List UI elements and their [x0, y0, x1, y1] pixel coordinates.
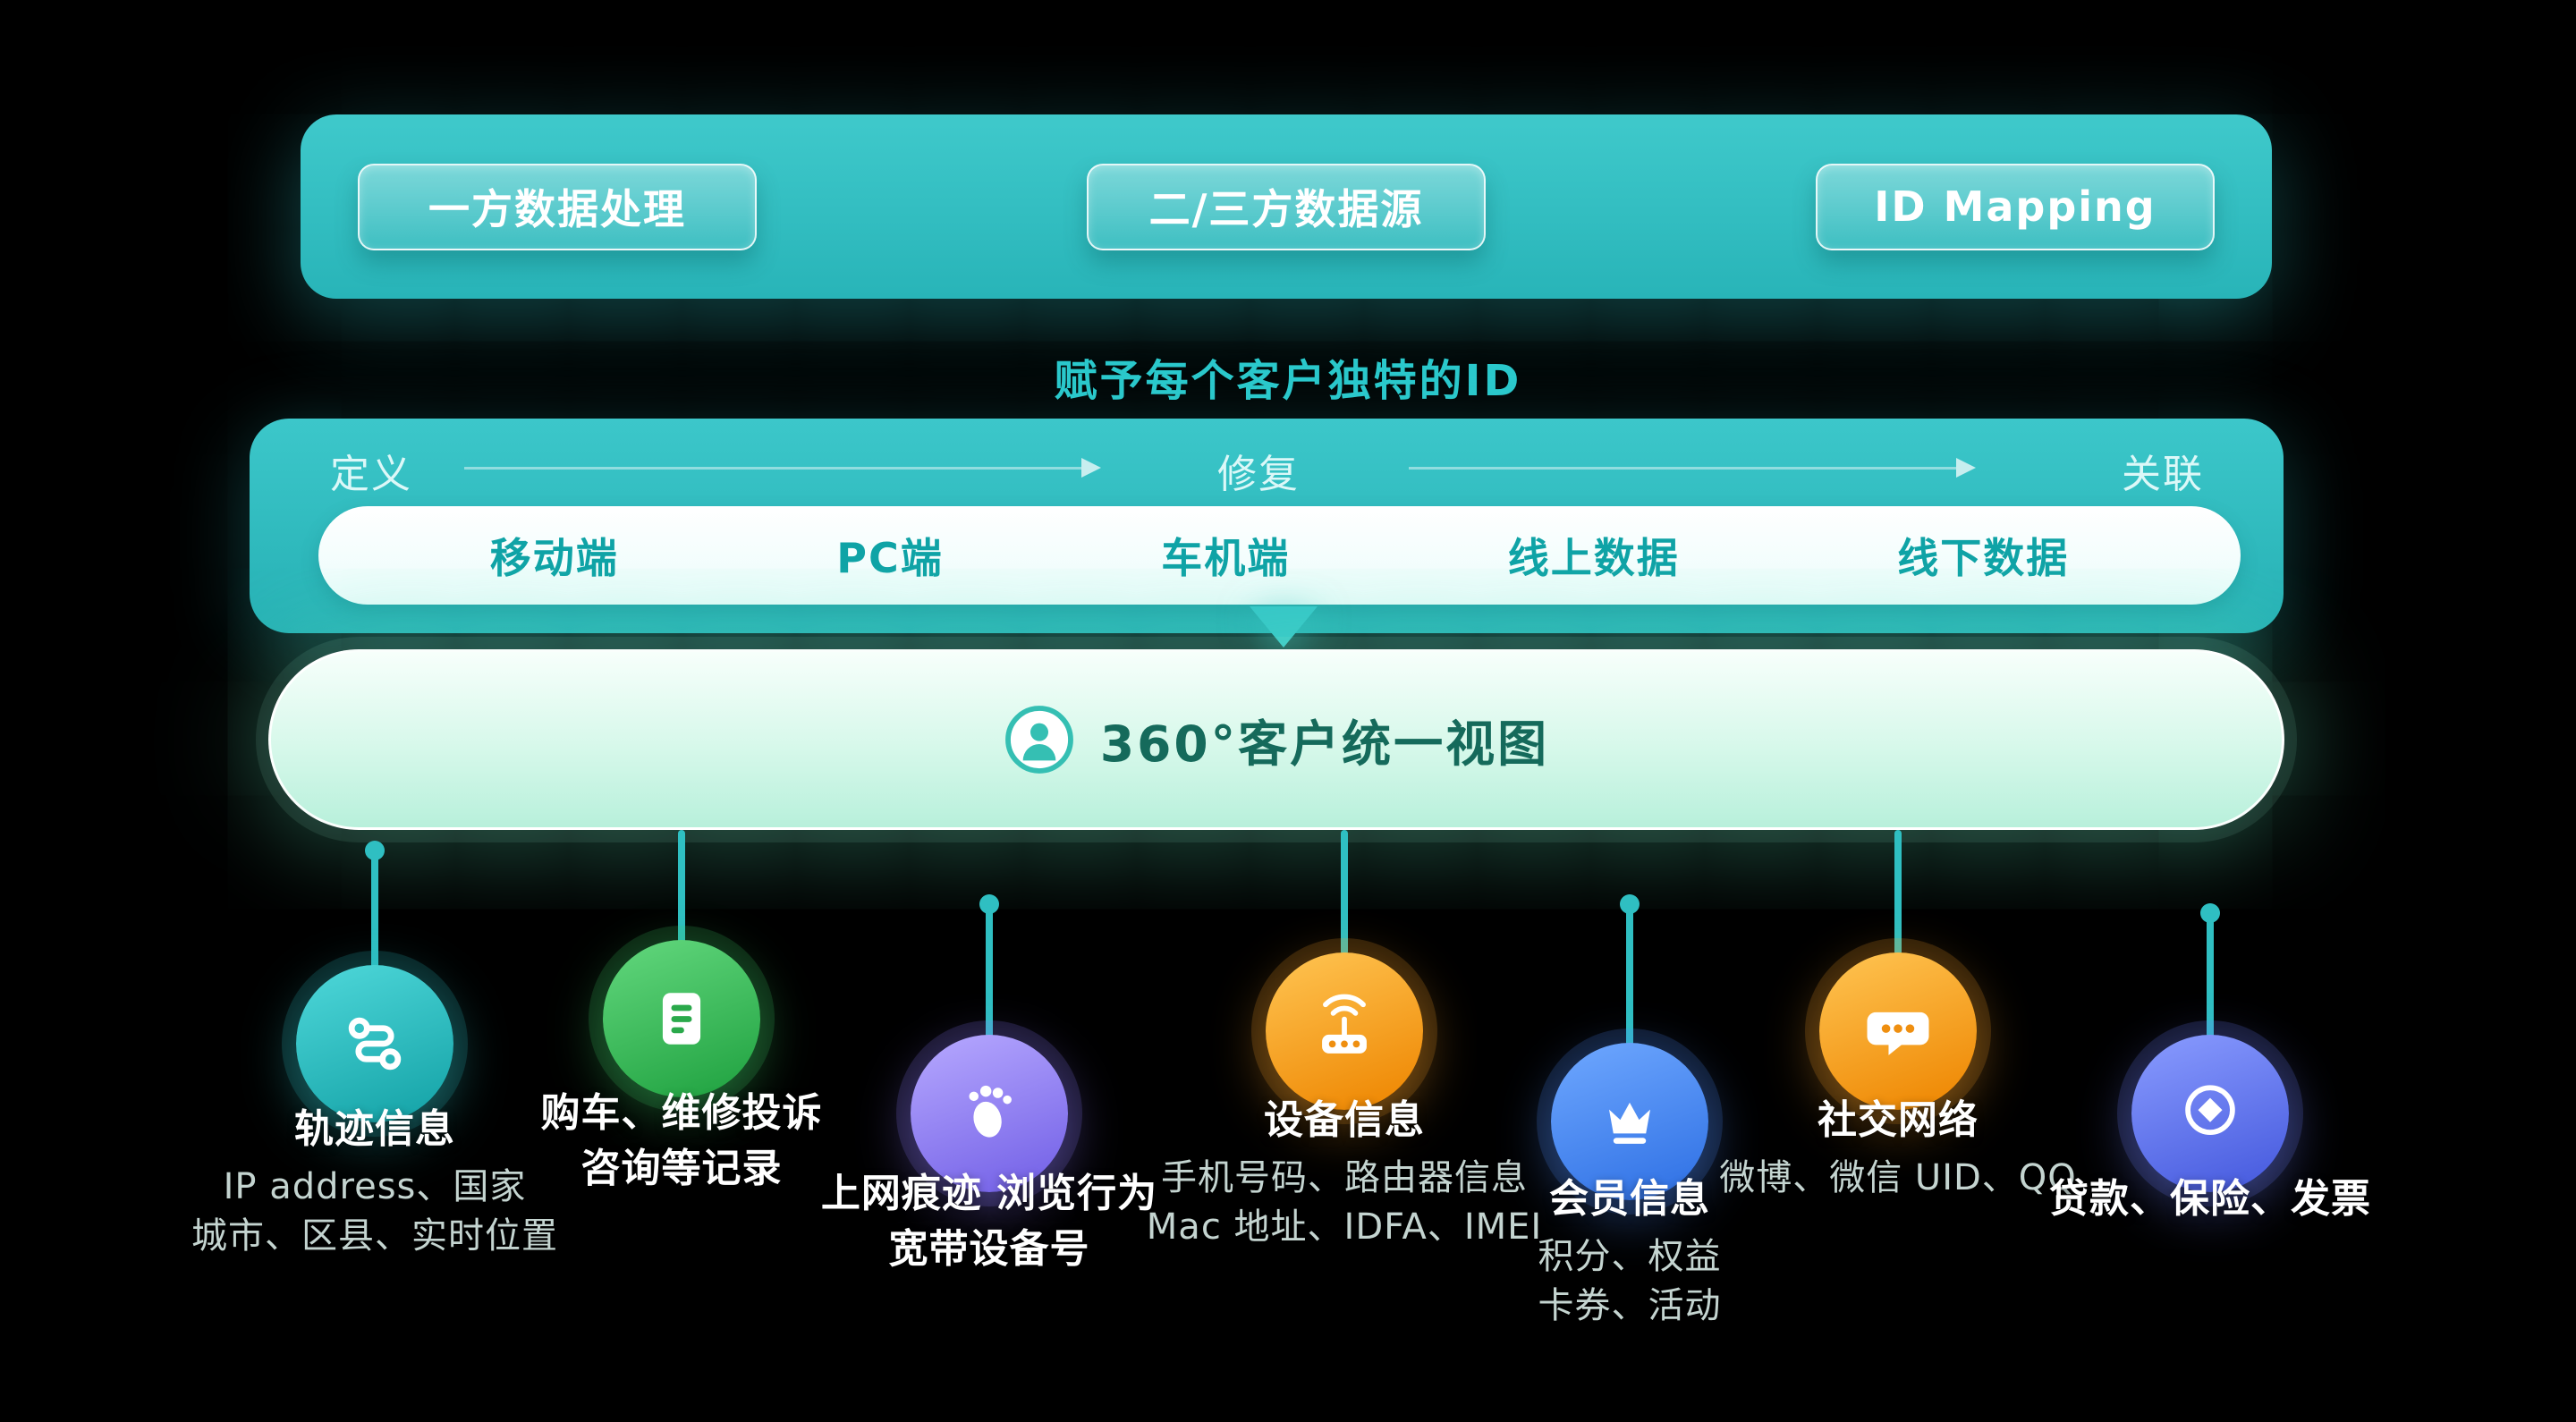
- stage-arrow-right-icon: [1409, 458, 1976, 478]
- source-title: 贷款、保险、发票: [2049, 1176, 2371, 1222]
- source-label-web-traces: 上网痕迹 浏览行为 宽带设备号: [757, 1166, 1222, 1277]
- id-mapping-button[interactable]: ID Mapping: [1816, 163, 2215, 250]
- stage-arrow-right-icon: [464, 458, 1101, 478]
- router-icon: [1322, 994, 1367, 1054]
- source-title: 设备信息: [1264, 1097, 1425, 1143]
- stage-relate: 关联: [2122, 452, 2204, 497]
- top-banner: 一方数据处理 二/三方数据源 ID Mapping: [301, 114, 2272, 299]
- source-desc: 积分、权益: [1538, 1236, 1722, 1277]
- source-desc: 微博、微信 UID、QQ: [1719, 1157, 2077, 1198]
- second-third-party-data-button[interactable]: 二/三方数据源: [1087, 163, 1486, 250]
- connector-line: [1626, 904, 1633, 1046]
- stage-repair: 修复: [1217, 452, 1300, 497]
- user-icon: [1004, 704, 1075, 775]
- source-label-finance: 贷款、保险、发票: [1978, 1172, 2443, 1227]
- unified-view-bar: 360°客户统一视图: [268, 649, 2284, 830]
- route-icon: [348, 1017, 402, 1071]
- source-title: 宽带设备号: [888, 1226, 1090, 1272]
- source-title: 会员信息: [1549, 1176, 1710, 1222]
- source-title: 购车、维修投诉: [540, 1090, 823, 1136]
- connector-line: [2207, 913, 2214, 1038]
- connector-line: [986, 904, 993, 1038]
- source-circle-finance: [2131, 1035, 2289, 1192]
- down-arrow-icon: [1250, 606, 1318, 648]
- source-title: 社交网络: [1818, 1097, 1979, 1143]
- channel-online-data: 线上数据: [1507, 534, 1680, 582]
- connector-line: [678, 830, 685, 944]
- stage-define: 定义: [330, 452, 412, 497]
- footprint-icon: [969, 1085, 1012, 1138]
- source-label-social: 社交网络 微博、微信 UID、QQ: [1665, 1093, 2131, 1203]
- unique-id-subtitle: 赋予每个客户独特的ID: [1054, 356, 1522, 406]
- source-circle-purchase-records: [603, 940, 760, 1097]
- channel-bar: 移动端 PC端 车机端 线上数据 线下数据: [318, 506, 2241, 605]
- source-label-membership: 会员信息 积分、权益 卡券、活动: [1397, 1172, 1862, 1331]
- source-circle-device-info: [1266, 952, 1423, 1110]
- first-party-data-button[interactable]: 一方数据处理: [358, 163, 757, 250]
- source-circle-membership: [1551, 1043, 1708, 1200]
- source-title: 咨询等记录: [580, 1146, 783, 1191]
- connector-line: [1341, 830, 1348, 955]
- connector-line: [1894, 830, 1902, 955]
- source-desc: 手机号码、路由器信息: [1161, 1157, 1528, 1198]
- channel-offline-data: 线下数据: [1897, 534, 2070, 582]
- badge-icon: [2185, 1085, 2235, 1135]
- unified-view-label: 360°客户统一视图: [1099, 715, 1550, 773]
- connector-line: [371, 851, 378, 969]
- document-icon: [662, 993, 701, 1045]
- channel-pc: PC端: [836, 534, 944, 582]
- source-label-device-info: 设备信息 手机号码、路由器信息 Mac 地址、IDFA、IMEI: [1112, 1093, 1577, 1252]
- source-circle-trajectory: [296, 965, 453, 1122]
- id-pipeline-panel: 定义 修复 关联 移动端 PC端 车机端 线上数据 线下数据: [250, 419, 2284, 633]
- channel-car-machine: 车机端: [1161, 534, 1291, 582]
- channel-mobile: 移动端: [489, 534, 619, 582]
- source-desc: IP address、国家: [223, 1166, 527, 1207]
- source-desc: Mac 地址、IDFA、IMEI: [1146, 1206, 1543, 1248]
- crown-icon: [1609, 1102, 1650, 1144]
- source-title: 轨迹信息: [294, 1106, 455, 1152]
- source-title: 上网痕迹 浏览行为: [820, 1171, 1158, 1216]
- chat-icon: [1867, 1011, 1929, 1055]
- source-label-trajectory: 轨迹信息 IP address、国家 城市、区县、实时位置: [142, 1102, 607, 1261]
- source-desc: 城市、区县、实时位置: [191, 1215, 558, 1257]
- source-desc: 卡券、活动: [1538, 1285, 1722, 1326]
- source-circle-social: [1819, 952, 1977, 1110]
- source-label-purchase-records: 购车、维修投诉 咨询等记录: [449, 1086, 914, 1197]
- source-circle-web-traces: [911, 1035, 1068, 1192]
